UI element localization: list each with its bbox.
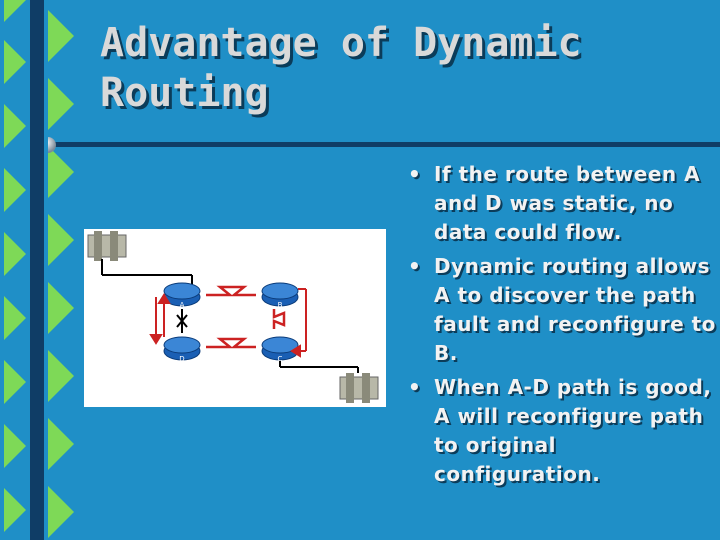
- left-border-decoration: [0, 0, 80, 540]
- router-label-d: D: [179, 355, 184, 363]
- router-icon: A: [163, 282, 201, 309]
- bullet-text: Dynamic routing allows A to discover the…: [434, 254, 716, 365]
- host-icon: [339, 373, 379, 403]
- title-divider: [48, 137, 720, 153]
- fault-x-icon: [176, 314, 188, 328]
- router-icon: D: [163, 336, 201, 363]
- network-diagram: A B D C: [84, 229, 386, 407]
- bullet-item: • When A-D path is good, A will reconfig…: [408, 373, 718, 489]
- serial-link-icon: [206, 285, 286, 349]
- bullet-text: When A-D path is good, A will reconfigur…: [434, 375, 712, 486]
- host-icon: [87, 231, 127, 261]
- bullet-list: • If the route between A and D was stati…: [408, 160, 718, 494]
- bullet-item: • If the route between A and D was stati…: [408, 160, 718, 247]
- router-icon: B: [261, 282, 299, 309]
- bullet-glyph: •: [408, 162, 422, 186]
- bullet-text: If the route between A and D was static,…: [434, 162, 701, 244]
- bullet-glyph: •: [408, 375, 422, 399]
- router-icon: C: [261, 336, 299, 363]
- bullet-item: • Dynamic routing allows A to discover t…: [408, 252, 718, 368]
- router-label-a: A: [180, 301, 185, 309]
- slide-title: Advantage of Dynamic Routing: [100, 20, 582, 116]
- router-label-c: C: [278, 355, 283, 363]
- bullet-glyph: •: [408, 254, 422, 278]
- router-label-b: B: [278, 301, 283, 309]
